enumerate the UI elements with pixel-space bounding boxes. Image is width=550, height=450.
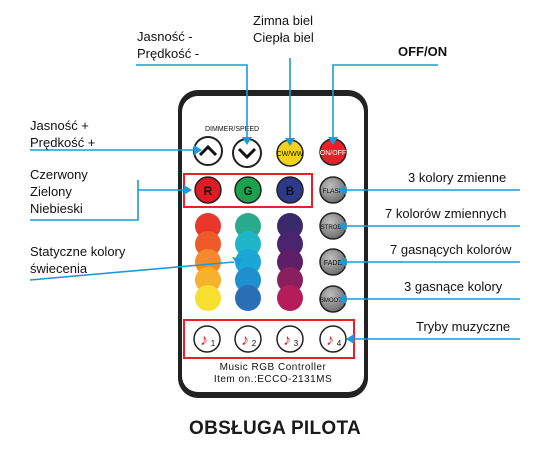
arrowheads xyxy=(184,137,354,344)
page-title: OBSŁUGA PILOTA xyxy=(188,418,362,439)
color-button[interactable] xyxy=(235,249,261,275)
color-button[interactable] xyxy=(235,267,261,293)
color-button[interactable] xyxy=(235,213,261,239)
music-button-3[interactable]: ♪ 3 xyxy=(276,325,304,353)
static-colors-label: Statyczne kolory xyxy=(30,244,126,259)
seven-changing-label: 7 kolorów zmiennych xyxy=(385,206,507,221)
strobe-label: STROBE xyxy=(321,225,346,231)
color-button[interactable] xyxy=(277,231,303,257)
color-button[interactable] xyxy=(277,267,303,293)
music-button-1[interactable]: ♪ 1 xyxy=(193,325,221,353)
color-button[interactable] xyxy=(195,231,221,257)
color-button[interactable] xyxy=(277,285,303,311)
green-button[interactable]: G xyxy=(234,176,262,204)
music-note-icon: ♪ xyxy=(326,332,334,349)
blue-text-label: Niebieski xyxy=(30,201,83,216)
color-button[interactable] xyxy=(235,231,261,257)
brightness-down-label: Jasność - xyxy=(137,29,193,44)
music-button-4[interactable]: ♪ 4 xyxy=(319,325,347,353)
three-fading-label: 3 gasnące kolory xyxy=(404,279,503,294)
music-number: 3 xyxy=(294,339,299,348)
green-text-label: Zielony xyxy=(30,184,72,199)
chevron-up-icon xyxy=(198,144,218,157)
off-on-label: OFF/ON xyxy=(398,44,448,59)
on-off-label: ON/OFF xyxy=(320,150,346,157)
chevron-down-icon xyxy=(237,147,257,160)
warm-white-label: Ciepła biel xyxy=(253,30,314,45)
cold-white-label: Zimna biel xyxy=(253,13,313,28)
music-button-2[interactable]: ♪ 2 xyxy=(234,325,262,353)
three-changing-label: 3 kolory zmienne xyxy=(408,170,507,185)
blue-button[interactable]: B xyxy=(276,176,304,204)
music-note-icon: ♪ xyxy=(200,332,208,349)
static-colors-label-2: świecenia xyxy=(30,261,88,276)
model-name: Music RGB Controller xyxy=(219,362,327,373)
music-number: 4 xyxy=(337,339,342,348)
red-label: R xyxy=(204,184,213,198)
color-button[interactable] xyxy=(195,267,221,293)
color-button[interactable] xyxy=(277,213,303,239)
brightness-up-label: Jasność + xyxy=(30,118,89,133)
fade-label: FADE xyxy=(324,260,343,267)
red-button[interactable]: R xyxy=(194,176,222,204)
music-modes-label: Tryby muzyczne xyxy=(416,319,511,334)
cw-ww-label: CW/WW xyxy=(277,151,304,158)
green-label: G xyxy=(243,184,252,198)
speed-down-label: Prędkość - xyxy=(137,46,200,61)
model-number: Item on.:ECCO-2131MS xyxy=(213,374,333,385)
red-text-label: Czerwony xyxy=(30,167,88,182)
music-number: 2 xyxy=(252,339,257,348)
flash-label: FLASH xyxy=(323,188,344,195)
music-note-icon: ♪ xyxy=(283,332,291,349)
color-button[interactable] xyxy=(195,213,221,239)
color-button[interactable] xyxy=(195,249,221,275)
seven-fading-label: 7 gasnących kolorów xyxy=(390,242,512,257)
color-button[interactable] xyxy=(235,285,261,311)
brightness-up-button[interactable] xyxy=(193,136,223,166)
music-number: 1 xyxy=(211,339,216,348)
smooth-label: SMOOTH xyxy=(320,298,346,304)
dimmer-speed-label: DIMMER/SPEED xyxy=(205,126,260,133)
speed-up-label: Prędkość + xyxy=(30,135,96,150)
blue-label: B xyxy=(286,184,295,198)
music-note-icon: ♪ xyxy=(241,332,249,349)
color-button[interactable] xyxy=(277,249,303,275)
leader-lines xyxy=(29,58,520,340)
color-button[interactable] xyxy=(195,285,221,311)
